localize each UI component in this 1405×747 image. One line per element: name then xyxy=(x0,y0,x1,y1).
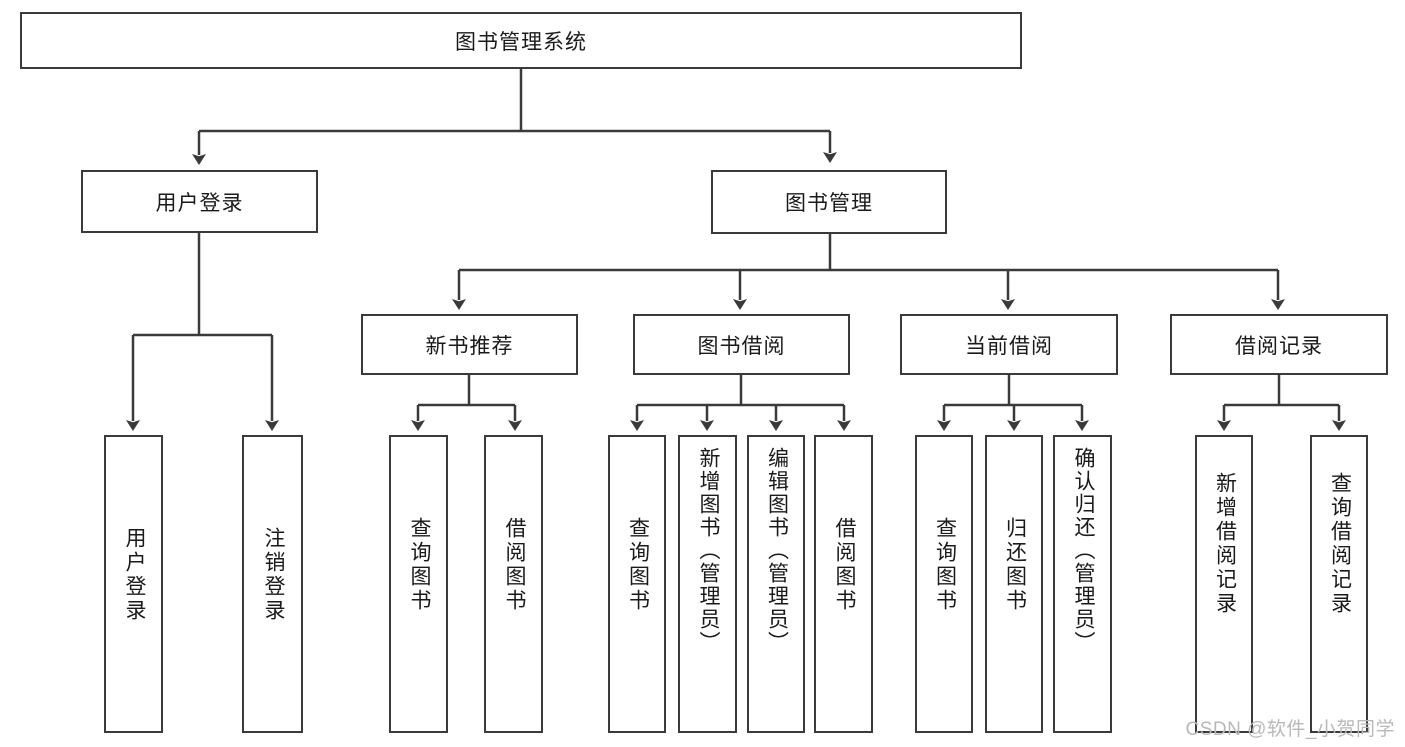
node-leaf-borrow-book-1[interactable]: 借阅图书 xyxy=(484,435,543,733)
node-label: 图书借阅 xyxy=(697,334,786,358)
node-leaf-add-book[interactable]: 新增图书（管理员） xyxy=(678,435,737,733)
node-leaf-borrow-book-2[interactable]: 借阅图书 xyxy=(814,435,873,733)
node-leaf-edit-book[interactable]: 编辑图书（管理员） xyxy=(747,435,805,733)
node-label: 借阅图书 xyxy=(832,517,856,613)
node-label: 新书推荐 xyxy=(425,334,514,358)
node-leaf-return-book[interactable]: 归还图书 xyxy=(985,435,1043,733)
node-label: 归还图书 xyxy=(1003,517,1027,613)
node-leaf-query-book-2[interactable]: 查询图书 xyxy=(608,435,666,733)
watermark-text: CSDN @软件_小贺同学 xyxy=(1185,719,1395,740)
node-label: 借阅图书 xyxy=(502,517,526,613)
node-leaf-query-book-3[interactable]: 查询图书 xyxy=(915,435,973,733)
node-label: 图书管理 xyxy=(785,192,873,215)
node-label: 编辑图书（管理员） xyxy=(765,447,789,654)
node-label: 查询图书 xyxy=(933,517,957,613)
node-label: 新增图书（管理员） xyxy=(696,447,720,654)
node-leaf-query-book-1[interactable]: 查询图书 xyxy=(389,435,448,733)
node-label: 确认归还（管理员） xyxy=(1071,447,1095,654)
node-book-borrow[interactable]: 图书借阅 xyxy=(633,314,850,375)
node-label: 新增借阅记录 xyxy=(1213,472,1237,616)
node-label: 用户登录 xyxy=(155,191,244,215)
node-label: 查询借阅记录 xyxy=(1328,472,1352,616)
node-book-management[interactable]: 图书管理 xyxy=(711,170,947,234)
node-leaf-user-login[interactable]: 用户登录 xyxy=(104,435,163,733)
node-current-borrow[interactable]: 当前借阅 xyxy=(900,314,1118,375)
node-user-login[interactable]: 用户登录 xyxy=(81,170,318,233)
node-label: 用户登录 xyxy=(122,527,146,623)
node-label: 查询图书 xyxy=(407,517,431,613)
node-borrow-record[interactable]: 借阅记录 xyxy=(1170,314,1388,375)
node-label: 借阅记录 xyxy=(1235,334,1323,358)
node-leaf-logout-login[interactable]: 注销登录 xyxy=(242,435,303,733)
node-new-book-recommend[interactable]: 新书推荐 xyxy=(361,314,578,375)
node-label: 图书管理系统 xyxy=(455,30,587,54)
node-leaf-confirm-return[interactable]: 确认归还（管理员） xyxy=(1053,435,1112,733)
node-label: 查询图书 xyxy=(626,517,650,613)
node-leaf-query-record[interactable]: 查询借阅记录 xyxy=(1310,435,1368,733)
node-label: 当前借阅 xyxy=(965,334,1053,358)
node-label: 注销登录 xyxy=(261,527,285,623)
node-leaf-add-record[interactable]: 新增借阅记录 xyxy=(1195,435,1253,733)
node-book-management-system[interactable]: 图书管理系统 xyxy=(20,12,1022,69)
